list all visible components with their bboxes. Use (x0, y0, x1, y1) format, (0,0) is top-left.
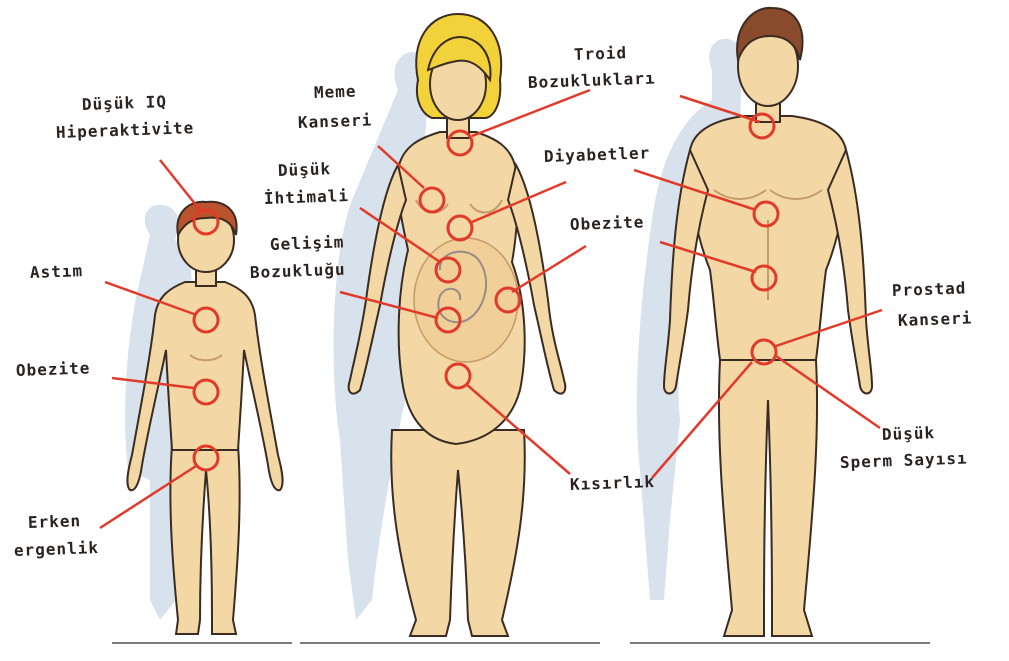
label-sperm-line2: Sperm Sayısı (840, 448, 968, 474)
label-infertility: Kısırlık (570, 471, 656, 496)
label-child-brain-line1: Düşük IQ (82, 91, 168, 116)
label-child-obesity: Obezite (16, 357, 91, 382)
label-child-puberty-line2: ergenlik (14, 537, 100, 562)
label-thyroid-line1: Troid (574, 42, 628, 66)
label-miscarriage-line2: İhtimali (264, 185, 350, 210)
label-breast-line2: Kanseri (298, 109, 373, 134)
child-legs (170, 445, 239, 634)
man-legs (719, 360, 817, 636)
woman-legs (391, 430, 525, 636)
label-child-puberty-line1: Erken (28, 510, 82, 534)
pregnant-woman-figure (334, 14, 566, 636)
label-obesity-mid: Obezite (570, 211, 645, 236)
label-child-asthma: Astım (30, 260, 84, 284)
label-prostate-line1: Prostad (892, 277, 967, 302)
label-breast-line1: Meme (314, 81, 357, 104)
label-sperm-line1: Düşük (882, 422, 936, 446)
man-figure (637, 8, 872, 636)
label-miscarriage-line1: Düşük (278, 158, 332, 182)
label-development-line2: Bozukluğu (250, 259, 346, 284)
label-prostate-line2: Kanseri (898, 307, 973, 332)
label-development-line1: Gelişim (270, 231, 345, 256)
label-thyroid-line2: Bozuklukları (528, 68, 656, 94)
label-diabetes: Diyabetler (544, 142, 651, 168)
